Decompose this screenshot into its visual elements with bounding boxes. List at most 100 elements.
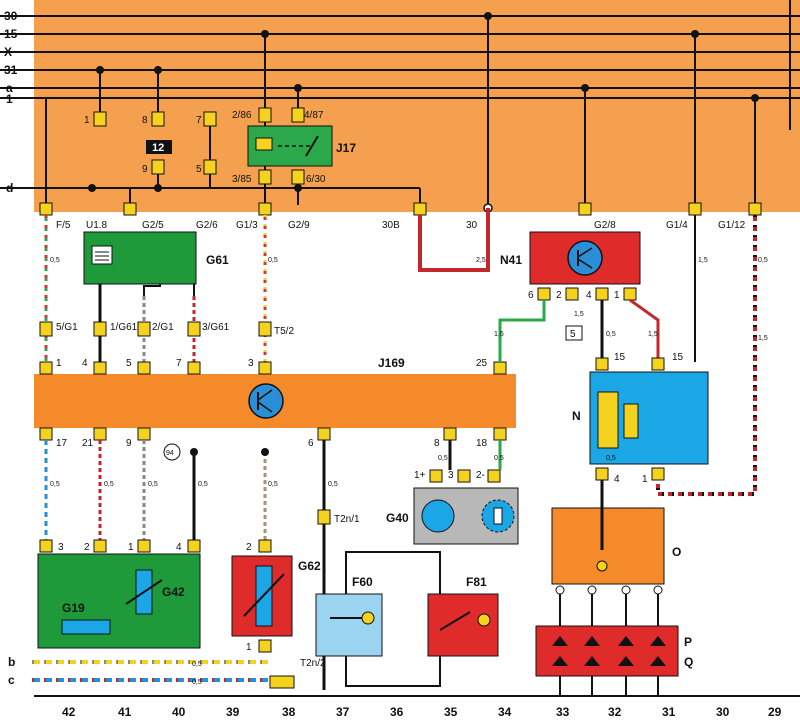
pin-label: 1 [84,115,90,126]
wire-size: 0,5 [268,481,278,488]
pin-label: 21 [82,438,94,449]
terminal-label: G1/12 [718,220,746,231]
pin-label: 6 [308,438,314,449]
switch-f60 [315,593,383,657]
relay-name: J17 [336,141,356,155]
bottom-numbers: 42 41 40 39 38 37 36 35 34 33 32 31 30 2… [62,705,782,719]
wire-size: 0,5 [192,661,202,668]
panel-connectors [93,107,305,185]
pin-label: 3/85 [232,174,252,185]
pin-label: 6/30 [306,174,326,185]
pin-label: 7 [196,115,202,126]
pin-label: 15 [672,352,684,363]
terminal-label: 30 [466,220,478,231]
panel-terminal-labels: F/5 U1.8 G2/5 G2/6 G1/3 G2/9 30B 30 G2/8… [56,220,746,231]
column-number: 31 [662,705,676,719]
wire-size: 0,5 [758,257,768,264]
pin-label: 2/86 [232,110,252,121]
column-number: 38 [282,705,296,719]
g62-name: G62 [298,559,321,573]
terminal-label: G2/8 [594,220,616,231]
pin-label: 8 [142,115,148,126]
pin-label: 4 [82,358,88,369]
n41-sub-box [565,325,583,341]
n-resistor [623,403,639,439]
diode-wires [559,594,659,696]
switch-o-name: O [672,545,681,559]
wire-size: 0,5 [328,481,338,488]
wire-label: 5/G1 [56,322,78,333]
fuse-label: 12 [152,142,164,154]
n41-sub-label: 5 [570,329,576,340]
switch-loop [324,551,441,601]
wire-label: 1/G61 [110,322,138,333]
panel-terminal-connectors [39,202,762,216]
terminal-label: G2/5 [142,220,164,231]
pin-label: 1 [128,542,134,553]
wire-size: 0,5 [192,679,202,686]
g19-g42-connectors [39,539,201,553]
column-number: 30 [716,705,730,719]
n41-to-n-wire-b [629,298,660,362]
j169-bottom-pin-labels: 17 21 9 6 18 8 [56,438,488,449]
wire-label: 3/G61 [202,322,230,333]
j169-top-connectors [39,361,507,375]
g1-12-wire [656,215,757,496]
fuse-12 [146,140,172,154]
gauge-g61-name: G61 [206,253,229,267]
column-number: 40 [172,705,186,719]
pin-label: 3 [448,470,454,481]
wire-size: 0,5 [268,257,278,264]
pin-label: 25 [476,358,488,369]
terminal-label: U1.8 [86,220,108,231]
busbar-label: 1 [6,92,13,106]
connector-t5-2: T5/2 [274,326,294,337]
busbar-label: 31 [4,63,18,77]
g62-connectors [258,539,272,653]
column-number: 33 [556,705,570,719]
wire-size: 0,5 [104,481,114,488]
pin-label: 2- [476,470,485,481]
pin-label: 8 [434,438,440,449]
relay-coil [255,137,273,151]
connector-t2n-2-label: T2n/2 [300,658,326,669]
wire-size: 0,5 [438,455,448,462]
switch-o [551,507,665,585]
g19-resistor [61,619,111,635]
wire-size: 1,5 [648,331,658,338]
wire-size: 1,5 [758,335,768,342]
connector-t2n-1-label: T2n/1 [334,514,360,525]
busbar-labels: 30 15 X 31 a 1 d [4,9,18,195]
pin-label: 5 [126,358,132,369]
wire-size: 0,5 [148,481,158,488]
column-number: 29 [768,705,782,719]
pin-label: 9 [126,438,132,449]
pin-label: 3 [248,358,254,369]
wire-size: 1,5 [494,331,504,338]
wire-size: 0,5 [606,455,616,462]
bottom-bar-label: c [8,673,15,687]
terminal-label: 30B [382,220,400,231]
diode-p-name: P [684,635,692,649]
pin-label: 1 [56,358,62,369]
diode-symbols [552,636,666,666]
column-number: 36 [390,705,404,719]
pin-label: 2 [84,542,90,553]
column-number: 34 [498,705,512,719]
switch-o-terminals [555,585,663,595]
pin-label: 1+ [414,470,426,481]
wire-size: 0,5 [50,481,60,488]
wire-size: 2,5 [476,257,486,264]
wire-size: 1,5 [574,311,584,318]
n-name: N [572,409,581,423]
column-number: 39 [226,705,240,719]
relay-contact [305,135,319,157]
n41-feed-wire [418,208,490,272]
n-coil [597,391,619,449]
pin-label: 17 [56,438,68,449]
diode-q-name: Q [684,655,693,669]
badge-94-label: 94 [166,450,174,457]
busbar-label: 15 [4,27,18,41]
g19-name: G19 [62,601,85,615]
